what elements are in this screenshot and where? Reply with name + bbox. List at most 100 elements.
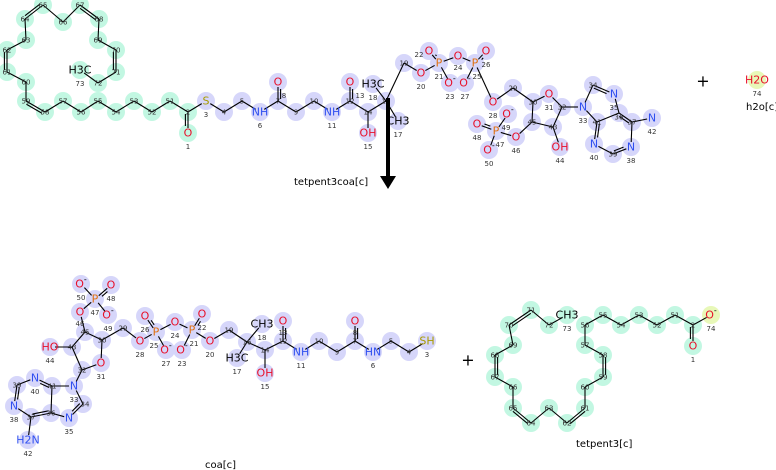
atom-coa-26: O26 bbox=[141, 310, 150, 335]
atom-tetpent3coa-21: P21 bbox=[435, 57, 444, 82]
atom-number: 8 bbox=[353, 329, 357, 337]
atom-number: 30 bbox=[529, 99, 538, 107]
charge-label: - bbox=[511, 105, 514, 114]
atom-number: 28 bbox=[136, 351, 145, 359]
bond bbox=[122, 327, 137, 339]
atom-tetpent3-64: 64 bbox=[527, 420, 536, 428]
atom-number: 66 bbox=[59, 19, 68, 27]
atom-number: 74 bbox=[753, 90, 762, 98]
atom-tetpent3coa-4: 4 bbox=[222, 109, 227, 117]
atom-label: N bbox=[610, 88, 618, 101]
bond bbox=[512, 407, 532, 424]
atom-label: H2N bbox=[16, 434, 40, 447]
atom-tetpent3-63: 63 bbox=[545, 405, 554, 413]
atom-label: OH bbox=[552, 141, 569, 154]
compound-name-tetpent3coa: tetpent3coa[c] bbox=[294, 177, 368, 188]
atom-number: 73 bbox=[563, 325, 572, 333]
atom-tetpent3coa-25: P25 bbox=[472, 57, 482, 82]
atom-highlight bbox=[193, 305, 211, 323]
atom-number: 33 bbox=[579, 117, 588, 125]
atom-tetpent3-66: 66 bbox=[509, 384, 518, 392]
atom-number: 44 bbox=[556, 157, 565, 165]
atom-highlight bbox=[449, 47, 467, 65]
atom-highlight bbox=[456, 74, 474, 92]
bond bbox=[620, 314, 640, 326]
atom-number: 68 bbox=[491, 352, 500, 360]
bond-double bbox=[593, 87, 607, 95]
atom-label: N bbox=[579, 101, 587, 114]
bond bbox=[24, 18, 27, 41]
atom-tetpent3coa-28: O28 bbox=[489, 96, 498, 121]
atom-label: O bbox=[206, 335, 215, 348]
bond bbox=[39, 379, 53, 387]
atom-tetpent3coa-3: S3 bbox=[203, 95, 210, 120]
bond bbox=[133, 100, 153, 113]
bond bbox=[318, 340, 338, 353]
bond bbox=[335, 100, 351, 110]
atom-label: N bbox=[70, 380, 78, 393]
bond bbox=[494, 376, 514, 388]
bond bbox=[75, 369, 83, 382]
atom-number: 48 bbox=[107, 295, 116, 303]
atom-label: O bbox=[76, 306, 85, 319]
atom-tetpent3coa-69: 69 bbox=[94, 37, 103, 45]
atom-coa-23: O-23 bbox=[176, 341, 188, 369]
bond-double bbox=[26, 103, 43, 114]
atom-number: 4 bbox=[407, 349, 412, 357]
atom-highlight bbox=[5, 397, 23, 415]
atom-number: 68 bbox=[95, 16, 104, 24]
atom-number: 40 bbox=[590, 154, 599, 162]
atom-highlight bbox=[643, 109, 661, 127]
bond bbox=[97, 18, 100, 41]
atom-highlight bbox=[622, 138, 640, 156]
atom-number: 55 bbox=[599, 312, 608, 320]
atom-coa-27: O-27 bbox=[160, 341, 172, 369]
atom-number: 46 bbox=[512, 147, 521, 155]
bond bbox=[228, 329, 248, 343]
atom-label: H3C bbox=[226, 352, 249, 365]
bond bbox=[631, 118, 648, 123]
atom-number: 18 bbox=[258, 334, 267, 342]
atom-coa-48: O48 bbox=[107, 279, 116, 304]
atom-highlight bbox=[341, 73, 359, 91]
bond bbox=[618, 112, 633, 123]
bond bbox=[440, 67, 449, 79]
atom-highlight bbox=[684, 337, 702, 355]
bond-double bbox=[596, 124, 600, 138]
atom-number: 34 bbox=[589, 82, 598, 90]
atom-label: SH bbox=[419, 335, 434, 348]
atom-tetpent3coa-59: 59 bbox=[22, 98, 31, 106]
atom-number: 56 bbox=[581, 322, 590, 330]
bond-double bbox=[481, 57, 484, 60]
atom-number: 67 bbox=[491, 374, 500, 382]
atom-highlight bbox=[92, 354, 110, 372]
atom-label: N bbox=[648, 112, 656, 125]
atom-coa-34: 34 bbox=[81, 401, 90, 409]
atom-coa-8: O8 bbox=[351, 315, 360, 338]
atom-tetpent3coa-49: O-49 bbox=[502, 105, 514, 133]
atom-tetpent3-67: 67 bbox=[491, 374, 500, 382]
bond bbox=[443, 57, 454, 62]
atom-highlight bbox=[197, 92, 215, 110]
bond bbox=[674, 314, 694, 326]
atom-coa-35: N35 bbox=[65, 412, 74, 437]
atom-highlight bbox=[702, 306, 720, 324]
bond bbox=[508, 324, 514, 346]
bond bbox=[14, 384, 18, 402]
atom-highlight bbox=[430, 54, 448, 72]
bond bbox=[592, 84, 610, 93]
atom-number: 59 bbox=[22, 98, 31, 106]
atom-number: 31 bbox=[97, 373, 106, 381]
atom-highlight bbox=[418, 332, 436, 350]
bond bbox=[97, 39, 117, 51]
charge-label: - bbox=[185, 341, 188, 350]
bond bbox=[313, 100, 329, 110]
atom-number: 67 bbox=[76, 2, 85, 10]
atom-label: O- bbox=[176, 341, 188, 357]
bond bbox=[519, 121, 533, 134]
atom-tetpent3coa-29: 29 bbox=[509, 85, 518, 93]
atom-number: 64 bbox=[527, 420, 536, 428]
bond bbox=[97, 71, 117, 84]
atom-tetpent3coa-14: 14 bbox=[364, 109, 373, 117]
atom-number: 12 bbox=[346, 98, 355, 106]
